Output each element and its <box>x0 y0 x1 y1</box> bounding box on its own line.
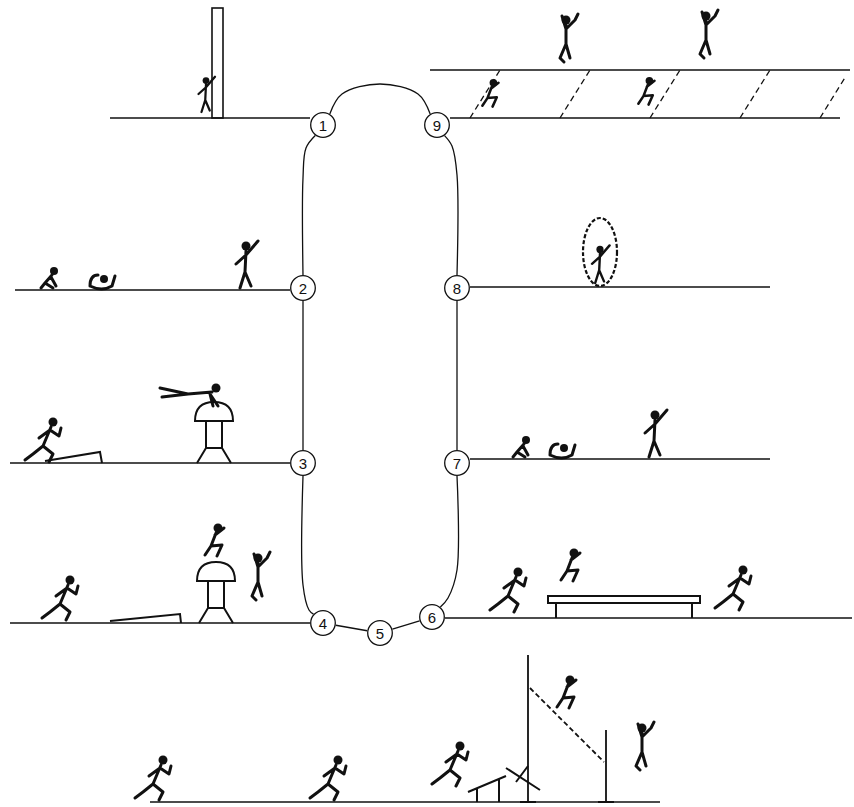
ground-line <box>110 117 310 118</box>
high-jump-stand <box>520 655 614 802</box>
circuit-path <box>302 301 303 450</box>
station-ring <box>445 276 470 301</box>
circuit-path <box>336 625 367 631</box>
circuit-path <box>440 476 458 607</box>
running-figure <box>25 418 61 463</box>
station-circle: 6 <box>419 604 445 630</box>
vaulting-figure <box>160 384 221 407</box>
station-number: 2 <box>299 281 307 296</box>
skipping-rope <box>583 218 617 286</box>
roll-figure <box>90 275 115 289</box>
ground-line <box>10 622 310 623</box>
running-figure <box>310 756 346 801</box>
station-ring <box>291 276 316 301</box>
circuit-path <box>302 476 314 614</box>
crouch-figure <box>41 267 58 288</box>
standing-figure <box>236 241 258 288</box>
station-number: 4 <box>319 616 327 631</box>
jumping-figure <box>482 79 498 107</box>
station-circle: 2 <box>290 275 316 301</box>
jump-zone <box>430 69 850 70</box>
vaulting-buck <box>195 402 233 463</box>
station-ring <box>291 451 316 476</box>
station-circle: 7 <box>444 450 470 476</box>
circuit-path <box>456 301 457 450</box>
vaulting-buck <box>197 562 235 623</box>
station-ring <box>445 451 470 476</box>
station-circle: 4 <box>310 610 336 636</box>
crouch-figure <box>513 436 530 457</box>
station-ring <box>311 611 336 636</box>
jumping-figure <box>700 10 718 58</box>
climbing-post <box>212 8 223 118</box>
station-ring <box>425 113 450 138</box>
kneeling-figure <box>205 524 224 557</box>
station-ring <box>311 113 336 138</box>
mini-trampoline <box>468 776 506 802</box>
running-figure <box>432 742 468 787</box>
climbing-figure <box>199 77 216 112</box>
running-figure <box>42 576 78 621</box>
station-circle: 8 <box>444 275 470 301</box>
station-ring <box>368 621 393 646</box>
ground-line <box>10 462 290 463</box>
station-number: 5 <box>376 626 384 641</box>
ground-line <box>150 801 660 802</box>
jumping-figure <box>560 14 578 62</box>
station-number: 6 <box>428 610 436 625</box>
skipping-figure <box>592 245 610 283</box>
running-figure <box>715 566 751 611</box>
landing-mark <box>506 766 540 790</box>
station-number: 3 <box>299 456 307 471</box>
running-figure <box>135 756 171 801</box>
jumping-figure <box>252 552 270 600</box>
ground-line <box>450 117 840 118</box>
landing-figure <box>636 722 654 770</box>
circuit-path <box>330 84 430 114</box>
station-circle: 5 <box>367 620 393 646</box>
station-number: 8 <box>453 281 461 296</box>
springboard <box>110 614 181 623</box>
jumping-figure <box>557 676 576 709</box>
station-number: 9 <box>433 118 441 133</box>
ground-line <box>445 617 852 618</box>
running-figure <box>490 568 526 613</box>
bench <box>548 596 700 618</box>
station-number: 1 <box>319 118 327 133</box>
station-number: 7 <box>453 456 461 471</box>
jump-zone-hatch <box>470 70 846 118</box>
station-circle: 9 <box>424 112 450 138</box>
ground-line <box>470 286 770 287</box>
station-circle: 1 <box>310 112 336 138</box>
jumping-figure <box>561 549 580 582</box>
roll-figure <box>550 444 575 458</box>
station-ring <box>420 605 445 630</box>
station-circle: 3 <box>290 450 316 476</box>
standing-figure <box>645 410 667 457</box>
circuit-path <box>445 136 458 275</box>
ground-line <box>15 289 290 290</box>
jumping-figure <box>638 77 654 105</box>
circuit-path <box>302 135 315 275</box>
circuit-path <box>392 621 419 629</box>
ground-line <box>470 458 770 459</box>
